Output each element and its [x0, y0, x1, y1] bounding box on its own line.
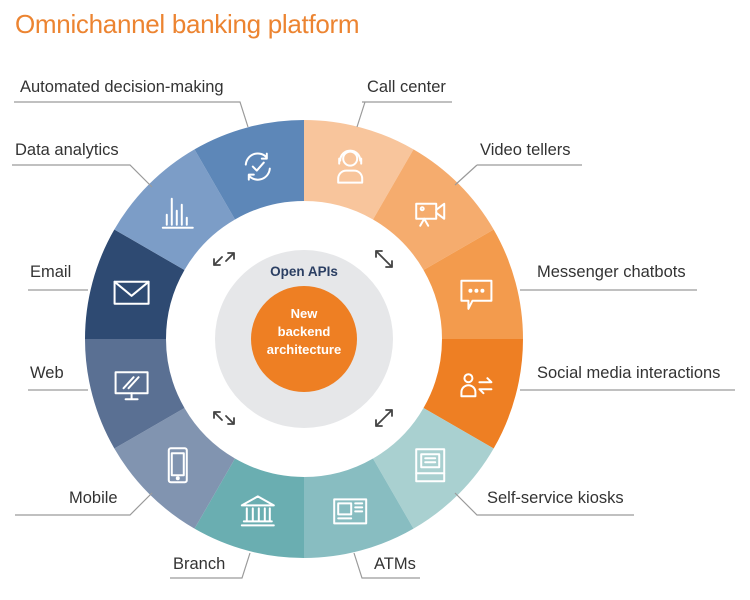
person-exchange-icon	[460, 373, 493, 398]
bank-building-icon	[240, 495, 275, 527]
kiosk-icon	[415, 448, 446, 483]
video-camera-icon	[415, 202, 446, 227]
backend-core	[251, 286, 357, 392]
mobile-phone-icon	[167, 447, 188, 484]
open-apis-label: Open APIs	[270, 264, 338, 279]
refresh-check-icon	[244, 152, 271, 181]
core-label-line1: New	[291, 306, 319, 321]
bidirectional-arrow-icon	[213, 411, 235, 425]
bar-chart-icon	[161, 197, 194, 229]
label-mobile: Mobile	[69, 489, 118, 507]
chat-bubble-icon	[460, 279, 493, 310]
core-label-line3: architecture	[267, 342, 341, 357]
segment-call-center	[304, 120, 414, 220]
segment-video-tellers	[373, 149, 494, 270]
segment-social-media-interactions	[423, 339, 523, 449]
label-data-analytics: Data analytics	[15, 141, 119, 159]
segment-messenger-chatbots	[423, 229, 523, 339]
leader-lines	[12, 101, 735, 579]
segment-email	[85, 229, 185, 339]
bidirectional-arrow-icon	[375, 250, 393, 268]
atm-icon	[333, 498, 368, 525]
segment-automated-decision-making	[194, 120, 304, 220]
label-messenger-chatbots: Messenger chatbots	[537, 263, 686, 281]
segment-mobile	[114, 408, 235, 529]
monitor-icon	[114, 371, 149, 401]
label-branch: Branch	[173, 555, 225, 573]
segment-self-service-kiosks	[373, 408, 494, 529]
label-social-media-interactions: Social media interactions	[537, 364, 720, 382]
bidirectional-arrow-icon	[213, 252, 235, 266]
label-call-center: Call center	[367, 78, 446, 96]
segment-branch	[194, 458, 304, 558]
label-self-service-kiosks: Self-service kiosks	[487, 489, 624, 507]
label-web: Web	[30, 364, 64, 382]
segment-data-analytics	[114, 149, 235, 270]
page-title: Omnichannel banking platform	[15, 9, 360, 39]
label-email: Email	[30, 263, 71, 281]
envelope-icon	[113, 280, 150, 305]
label-video-tellers: Video tellers	[480, 141, 571, 159]
channel-ring	[85, 120, 523, 558]
headset-agent-icon	[337, 149, 364, 184]
core-label-line2: backend	[278, 324, 331, 339]
bidirectional-arrow-icon	[375, 409, 393, 427]
label-automated-decision-making: Automated decision-making	[20, 78, 224, 96]
label-atms: ATMs	[374, 555, 416, 573]
